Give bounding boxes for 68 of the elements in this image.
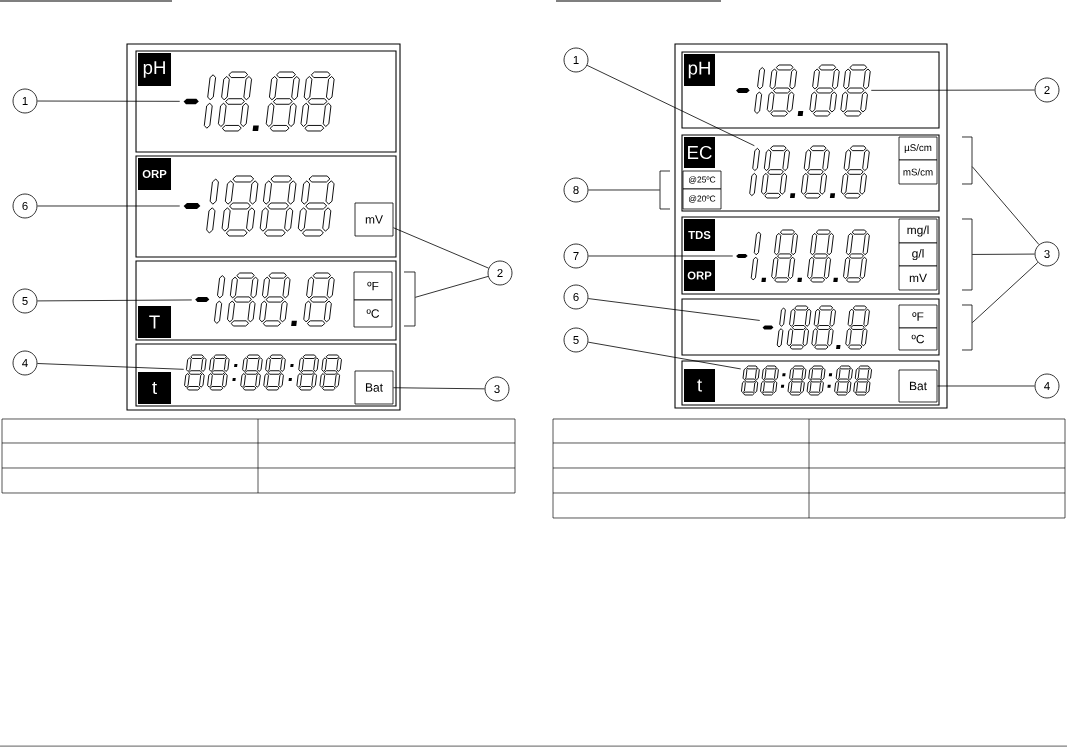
bracket xyxy=(961,218,973,291)
unit-indicator: mS/cm xyxy=(898,159,938,185)
callout-number: 1 xyxy=(563,47,589,73)
unit-indicator: ºF xyxy=(898,304,938,329)
unit-indicator: Bat xyxy=(898,369,938,403)
leader-line xyxy=(971,253,1035,255)
bracket xyxy=(961,304,973,351)
callout-number: 2 xyxy=(1034,77,1060,103)
leader-line xyxy=(937,385,1035,387)
callout-number: 5 xyxy=(563,327,589,353)
indicator-label: pH xyxy=(684,54,715,86)
unit-indicator: ºF xyxy=(353,271,393,301)
unit-indicator: Bat xyxy=(354,370,394,405)
leader-line xyxy=(37,363,185,370)
bracket xyxy=(403,271,416,327)
callout-number: 1 xyxy=(12,88,38,114)
leader-line xyxy=(588,189,661,191)
unit-indicator: µS/cm xyxy=(898,136,938,161)
leader-line xyxy=(971,166,1040,245)
unit-indicator: ºC xyxy=(353,299,393,328)
leader-line xyxy=(971,262,1039,324)
callout-number: 6 xyxy=(12,193,38,219)
leader-line xyxy=(414,276,489,298)
lcd-digits-drawing xyxy=(736,64,871,117)
callout-number: 6 xyxy=(563,284,589,310)
leader-line xyxy=(393,227,489,269)
callout-number: 3 xyxy=(1034,241,1060,267)
callout-number: 5 xyxy=(12,288,38,314)
leader-line xyxy=(37,205,181,207)
callout-number: 8 xyxy=(563,177,589,203)
leader-line xyxy=(588,255,734,257)
bracket xyxy=(659,170,671,210)
leader-line xyxy=(870,89,1035,91)
indicator-label: t xyxy=(684,369,715,402)
indicator-label: ORP xyxy=(684,260,715,291)
leader-line xyxy=(586,64,755,147)
leader-line xyxy=(587,298,761,321)
leader-line xyxy=(587,341,742,370)
bracket xyxy=(961,136,973,185)
indicator-label: pH xyxy=(138,53,171,86)
indicator-label: T xyxy=(138,306,171,338)
unit-indicator: mV xyxy=(898,265,938,291)
unit-indicator: @25ºC xyxy=(682,170,722,190)
lcd-digits-drawing xyxy=(741,365,873,396)
unit-indicator: ºC xyxy=(898,327,938,351)
lcd-digits-drawing xyxy=(184,354,342,391)
callout-number: 4 xyxy=(1034,373,1060,399)
indicator-label: ORP xyxy=(138,158,171,190)
lcd-digits-drawing xyxy=(749,145,870,199)
leader-line xyxy=(37,299,193,302)
indicator-label: t xyxy=(138,372,171,404)
callout-number: 4 xyxy=(12,350,38,376)
lcd-digits-drawing xyxy=(736,229,870,283)
leader-line xyxy=(393,387,485,390)
callout-number: 3 xyxy=(484,376,510,402)
unit-indicator: mg/l xyxy=(898,218,938,244)
indicator-label: EC xyxy=(684,137,715,168)
unit-indicator: g/l xyxy=(898,242,938,267)
unit-indicator: @20ºC xyxy=(682,188,722,210)
indicator-label: TDS xyxy=(684,219,715,251)
lcd-digits-drawing xyxy=(762,305,870,350)
callout-number: 2 xyxy=(487,260,513,286)
lcd-digits-drawing xyxy=(183,175,335,237)
lcd-digits-drawing xyxy=(183,71,335,132)
callout-number: 7 xyxy=(563,243,589,269)
unit-indicator: mV xyxy=(354,202,394,237)
leader-line xyxy=(37,100,181,102)
lcd-digits-drawing xyxy=(195,272,335,327)
